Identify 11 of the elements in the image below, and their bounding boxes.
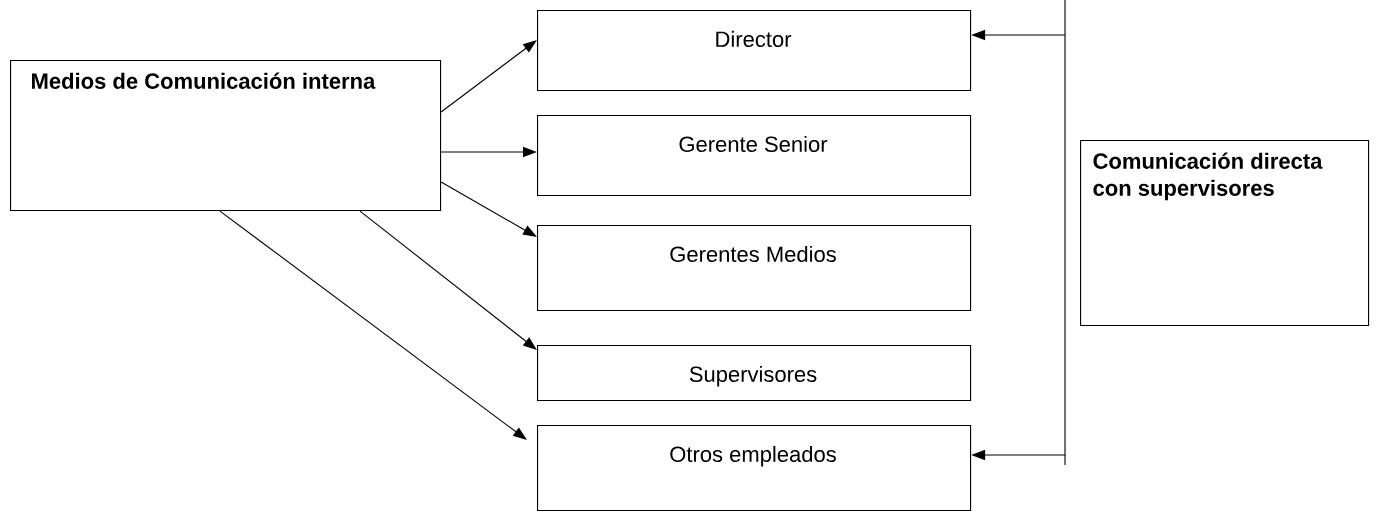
process-box: Otros empleados <box>537 425 972 512</box>
arrow <box>359 210 537 350</box>
process-box: Gerente Senior <box>537 115 972 197</box>
arrow <box>440 181 537 237</box>
arrow <box>219 210 527 440</box>
heading-box: Comunicación directa con supervisores <box>1080 140 1370 327</box>
arrow <box>440 40 537 113</box>
process-box: Director <box>537 10 972 92</box>
heading-box: Medios de Comunicación interna <box>10 60 442 212</box>
process-box: Supervisores <box>537 345 972 402</box>
process-box: Gerentes Medios <box>537 225 972 312</box>
